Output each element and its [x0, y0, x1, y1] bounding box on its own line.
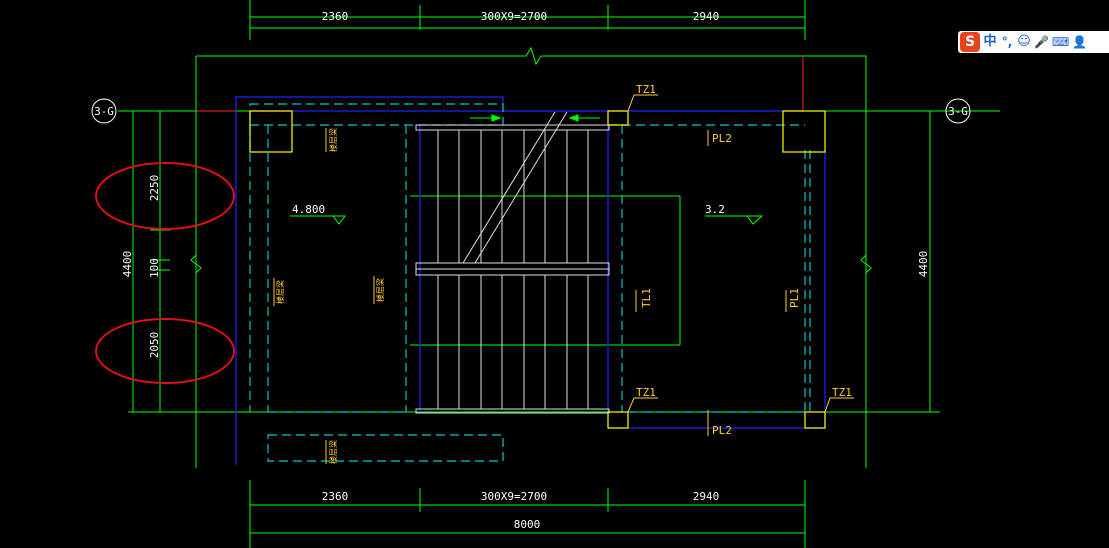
label-tz1-top: TZ1	[636, 83, 656, 96]
label-leaders	[627, 94, 854, 436]
label-beam-left-b: 楼层梁	[375, 278, 385, 302]
drawing-text: 3-G 3-G 2360 300X9=2700 2940 2360 300X9=…	[94, 10, 968, 531]
label-tz1-bottom-right: TZ1	[832, 386, 852, 399]
beams	[249, 103, 811, 462]
label-beam-top: 楼层梁	[328, 128, 338, 152]
grid-label-left: 3-G	[94, 105, 114, 118]
level-markers	[290, 215, 764, 225]
level-left: 4.800	[292, 203, 325, 216]
member-labels: TZ1 TZ1 TZ1 PL2 PL2 TL1 PL1	[636, 83, 852, 437]
ime-keyboard-icon[interactable]: ⌨	[1051, 35, 1070, 49]
label-beam-bottom: 楼层梁	[328, 440, 338, 464]
dim-bottom-1: 2360	[322, 490, 349, 503]
label-tl1: TL1	[640, 288, 653, 308]
dim-left-1: 2250	[148, 175, 161, 202]
dim-top-1: 2360	[322, 10, 349, 23]
label-beam-left-a: 楼层梁	[275, 280, 285, 304]
dim-left-total: 4400	[121, 251, 134, 278]
label-tz1-bottom-left: TZ1	[636, 386, 656, 399]
axis-line	[196, 56, 804, 112]
dim-bottom-2: 300X9=2700	[481, 490, 547, 503]
label-pl1: PL1	[788, 288, 801, 308]
beam-label-leaders	[273, 128, 375, 464]
dim-bottom-3: 2940	[693, 490, 720, 503]
grid-label-right: 3-G	[948, 105, 968, 118]
grid-bubbles	[91, 98, 971, 124]
beam-labels: 楼层梁 楼层梁 楼层梁 楼层梁	[275, 128, 385, 464]
dim-left-2: 100	[148, 258, 161, 278]
sogou-logo-icon[interactable]: S	[960, 32, 980, 52]
level-right: 3.2	[705, 203, 725, 216]
label-pl2-bottom: PL2	[712, 424, 732, 437]
dim-right-total: 4400	[917, 251, 930, 278]
ime-voice-icon[interactable]: 🎤	[1034, 35, 1049, 49]
ime-emoji-icon[interactable]: ☺	[1017, 34, 1031, 49]
dim-overall-bottom: 8000	[514, 518, 541, 531]
stair-treads	[415, 111, 610, 414]
dim-left-3: 2050	[148, 332, 161, 359]
columns	[249, 110, 826, 429]
markup-circles	[95, 162, 235, 384]
ime-toolbar[interactable]: S 中 °, ☺ 🎤 ⌨ 👤	[958, 31, 1109, 53]
label-pl2-top: PL2	[712, 132, 732, 145]
dim-top-3: 2940	[693, 10, 720, 23]
dim-top-2: 300X9=2700	[481, 10, 547, 23]
direction-arrows	[470, 114, 600, 122]
ime-language-toggle[interactable]: 中	[983, 34, 997, 49]
ime-user-icon[interactable]: 👤	[1072, 35, 1088, 49]
ime-punctuation-toggle[interactable]: °,	[1001, 35, 1013, 49]
